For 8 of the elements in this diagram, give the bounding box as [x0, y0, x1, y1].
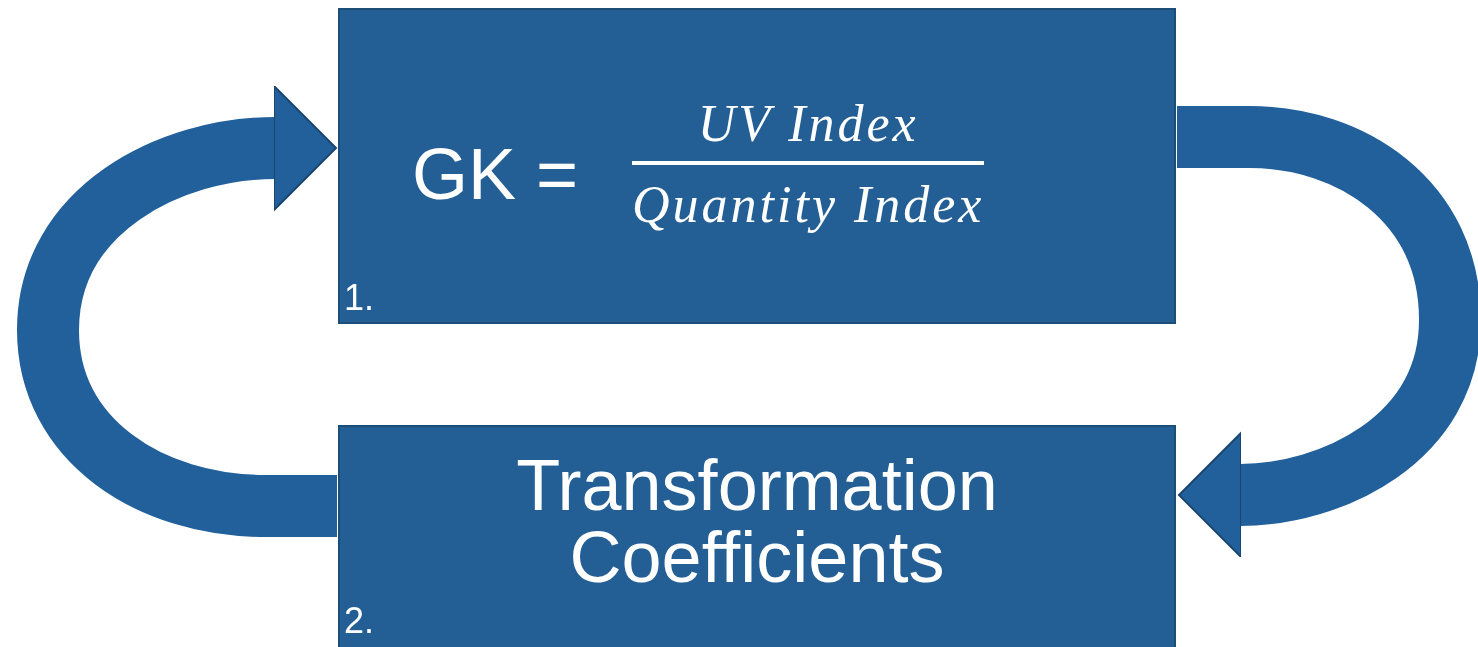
step-number: 1. [344, 280, 375, 316]
numerator: UV Index [697, 94, 919, 153]
step-number: 2. [344, 603, 375, 639]
formula-term: GK = [412, 138, 579, 210]
box-title: Transformation Coefficients [515, 449, 999, 593]
denominator: Quantity Index [632, 175, 985, 234]
process-box [338, 425, 1176, 647]
process-box [338, 8, 1176, 324]
